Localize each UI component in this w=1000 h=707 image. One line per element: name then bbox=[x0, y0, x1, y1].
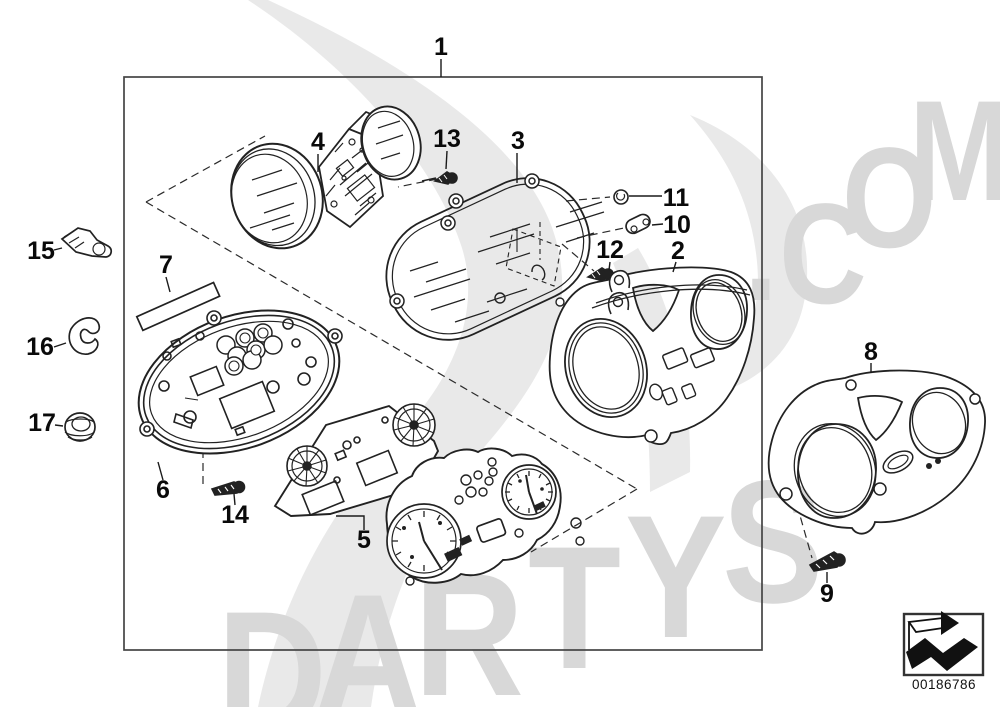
svg-text:11: 11 bbox=[663, 184, 690, 212]
svg-text:T: T bbox=[528, 510, 621, 705]
svg-text:10: 10 bbox=[663, 211, 691, 239]
svg-text:2: 2 bbox=[671, 237, 685, 265]
svg-text:O: O bbox=[842, 119, 937, 278]
svg-text:12: 12 bbox=[596, 236, 624, 264]
svg-text:Y: Y bbox=[625, 479, 727, 674]
svg-text:9: 9 bbox=[820, 580, 834, 608]
svg-text:15: 15 bbox=[27, 237, 55, 265]
svg-text:17: 17 bbox=[28, 409, 56, 437]
svg-text:5: 5 bbox=[357, 526, 371, 554]
svg-text:16: 16 bbox=[26, 333, 54, 361]
svg-text:00186786: 00186786 bbox=[912, 677, 976, 692]
svg-text:M: M bbox=[909, 72, 1000, 231]
svg-text:6: 6 bbox=[156, 476, 170, 504]
svg-text:A: A bbox=[313, 558, 423, 707]
svg-text:13: 13 bbox=[433, 125, 461, 153]
svg-text:4: 4 bbox=[311, 128, 325, 156]
svg-text:1: 1 bbox=[434, 33, 448, 61]
svg-text:D: D bbox=[217, 575, 327, 707]
svg-text:8: 8 bbox=[864, 338, 878, 366]
svg-text:7: 7 bbox=[159, 251, 173, 279]
svg-text:14: 14 bbox=[221, 501, 249, 529]
svg-text:C: C bbox=[779, 175, 867, 334]
svg-text:3: 3 bbox=[511, 127, 525, 155]
